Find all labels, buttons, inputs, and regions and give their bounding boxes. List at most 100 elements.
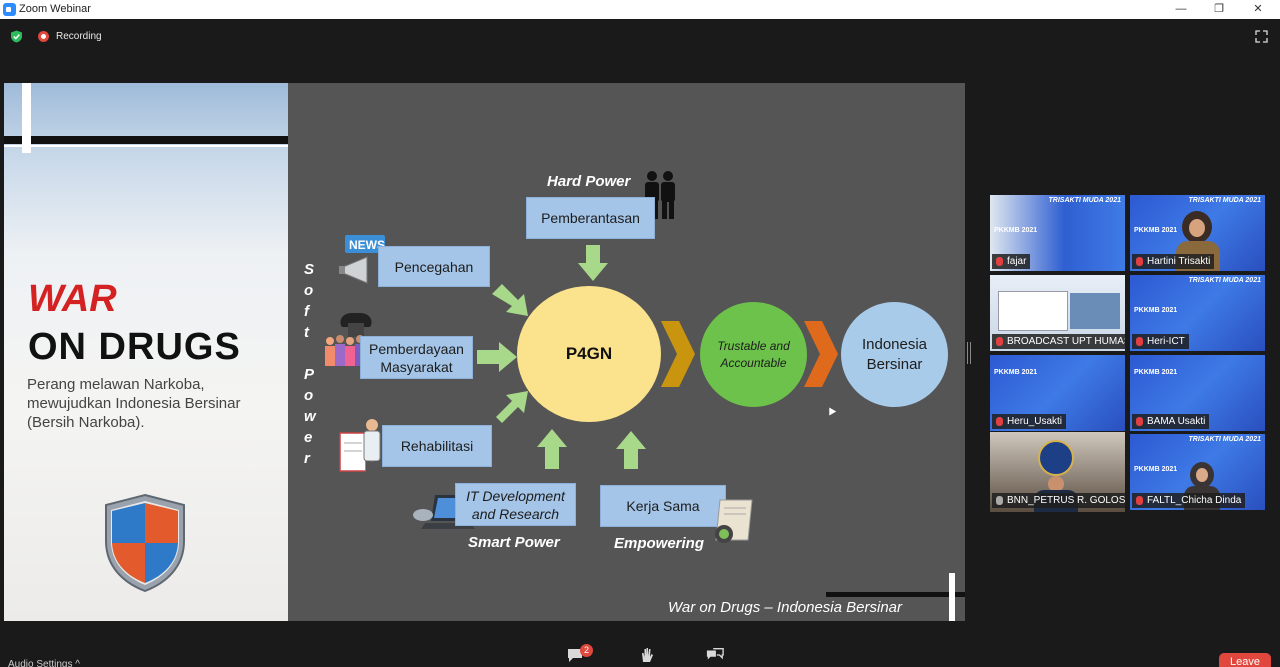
participant-name-text: fajar bbox=[1007, 256, 1027, 267]
participant-tile[interactable]: PKKMB 2021 Heru_Usakti bbox=[990, 355, 1125, 431]
soft-power-letter: w bbox=[304, 408, 316, 425]
slide-title-war: WAR bbox=[28, 278, 117, 320]
pencegahan-box: Pencegahan bbox=[378, 246, 490, 287]
participant-name-text: BROADCAST UPT HUMAS bbox=[1007, 336, 1125, 347]
chevron-right bbox=[661, 321, 695, 387]
rehabilitasi-box: Rehabilitasi bbox=[382, 425, 492, 467]
participant-name-text: BAMA Usakti bbox=[1147, 416, 1206, 427]
participant-name: BROADCAST UPT HUMAS bbox=[992, 334, 1125, 349]
decorative-bar bbox=[826, 592, 965, 597]
participant-tile[interactable]: PKKMB 2021 BAMA Usakti bbox=[1130, 355, 1265, 431]
recording-label: Recording bbox=[56, 31, 102, 42]
hard-power-label: Hard Power bbox=[547, 173, 631, 190]
chat-icon[interactable] bbox=[706, 647, 724, 663]
soft-power-letter: f bbox=[304, 303, 309, 320]
news-megaphone-icon: NEWS bbox=[339, 235, 385, 284]
soft-power-letter: S bbox=[304, 261, 315, 278]
maximize-button[interactable]: ❐ bbox=[1214, 3, 1224, 15]
audio-settings-button[interactable]: Audio Settings ^ bbox=[8, 659, 80, 667]
participant-tile[interactable]: TRISAKTI MUDA 2021 PKKMB 2021 Hartini Tr… bbox=[1130, 195, 1265, 271]
participant-tile[interactable]: TRISAKTI MUDA 2021 PKKMB 2021 Heri-ICT bbox=[1130, 275, 1265, 351]
participant-name-text: Heri-ICT bbox=[1147, 336, 1185, 347]
tile-banner-sub: PKKMB 2021 bbox=[994, 369, 1038, 376]
participant-tile[interactable]: BROADCAST UPT HUMAS bbox=[990, 275, 1125, 351]
agreement-document-icon bbox=[715, 499, 753, 543]
active-speaker-tile[interactable]: BNN_PETRUS R. GOLOSE bbox=[990, 432, 1125, 512]
person-face bbox=[1048, 476, 1064, 492]
audio-settings-label: Audio Settings bbox=[8, 659, 73, 667]
qa-chat-icon[interactable] bbox=[567, 647, 585, 663]
decorative-stripe bbox=[22, 83, 31, 153]
fullscreen-icon[interactable] bbox=[1255, 30, 1268, 43]
tile-banner: TRISAKTI MUDA 2021 bbox=[1188, 436, 1261, 443]
soft-power-letter: t bbox=[304, 324, 309, 341]
mic-muted-icon bbox=[996, 337, 1003, 346]
mic-muted-icon bbox=[996, 257, 1003, 266]
mic-icon bbox=[996, 496, 1003, 505]
tile-banner: TRISAKTI MUDA 2021 bbox=[1048, 197, 1121, 204]
person-face bbox=[1196, 468, 1208, 482]
bnn-emblem-icon bbox=[1038, 440, 1074, 476]
shield-icon bbox=[105, 493, 185, 593]
p4gn-circle: P4GN bbox=[517, 286, 661, 422]
participant-tile[interactable]: TRISAKTI MUDA 2021 PKKMB 2021 FALTL_Chic… bbox=[1130, 434, 1265, 510]
arrow-right bbox=[477, 342, 517, 372]
window-title: Zoom Webinar bbox=[19, 3, 91, 15]
indonesia-bersinar-circle: Indonesia Bersinar bbox=[841, 302, 948, 407]
arrow-down bbox=[578, 245, 608, 281]
participant-name: Hartini Trisakti bbox=[1132, 254, 1215, 269]
speaker-thumbnail bbox=[1070, 293, 1120, 329]
minimize-button[interactable]: — bbox=[1175, 3, 1187, 15]
tile-banner-sub: PKKMB 2021 bbox=[994, 227, 1038, 234]
tile-banner-sub: PKKMB 2021 bbox=[1134, 466, 1178, 473]
notification-badge: 2 bbox=[580, 644, 593, 657]
tile-banner-sub: PKKMB 2021 bbox=[1134, 227, 1178, 234]
participant-name: Heri-ICT bbox=[1132, 334, 1189, 349]
participant-name-text: BNN_PETRUS R. GOLOSE bbox=[1007, 495, 1125, 506]
arrow-diag-up bbox=[496, 391, 528, 423]
soft-power-label: S o f t P o w e r bbox=[304, 261, 316, 471]
participant-name: FALTL_Chicha Dinda bbox=[1132, 493, 1246, 508]
leave-button[interactable]: Leave bbox=[1219, 653, 1271, 667]
arrow-diag-down bbox=[492, 284, 528, 316]
tile-banner: TRISAKTI MUDA 2021 bbox=[1188, 197, 1261, 204]
mic-muted-icon bbox=[1136, 337, 1143, 346]
shared-screen-slide: WAR ON DRUGS Perang melawan Narkoba, mew… bbox=[4, 83, 965, 621]
tile-banner-sub: PKKMB 2021 bbox=[1134, 307, 1178, 314]
participant-name-text: Hartini Trisakti bbox=[1147, 256, 1211, 267]
soft-power-letter: o bbox=[304, 282, 314, 299]
participant-name: Heru_Usakti bbox=[992, 414, 1067, 429]
slide-footer: War on Drugs – Indonesia Bersinar bbox=[668, 599, 903, 616]
soft-power-letter: e bbox=[304, 429, 313, 446]
raise-hand-icon[interactable] bbox=[638, 647, 656, 663]
trustable-accountable-circle: Trustable and Accountable bbox=[700, 302, 807, 407]
participant-name: BAMA Usakti bbox=[1132, 414, 1210, 429]
decorative-line bbox=[4, 145, 288, 147]
mic-muted-icon bbox=[1136, 496, 1143, 505]
encryption-shield-icon[interactable] bbox=[10, 30, 23, 43]
panel-resize-handle[interactable] bbox=[967, 342, 971, 364]
flow-arrows bbox=[477, 245, 838, 469]
smart-power-label: Smart Power bbox=[468, 534, 560, 551]
soft-power-letter: r bbox=[304, 450, 310, 467]
participant-name-text: FALTL_Chicha Dinda bbox=[1147, 495, 1242, 506]
close-button[interactable]: ✕ bbox=[1253, 3, 1263, 15]
pemberdayaan-box: Pemberdayaan Masyarakat bbox=[360, 336, 473, 379]
chevron-right bbox=[804, 321, 838, 387]
soft-power-letter: o bbox=[304, 387, 314, 404]
arrow-up bbox=[616, 431, 646, 469]
slide-subtitle: Perang melawan Narkoba, mewujudkan Indon… bbox=[27, 376, 241, 431]
it-development-box: IT Development and Research bbox=[455, 483, 576, 526]
chevron-up-icon: ^ bbox=[75, 659, 80, 667]
participant-tile[interactable]: TRISAKTI MUDA 2021 PKKMB 2021 fajar bbox=[990, 195, 1125, 271]
mic-muted-icon bbox=[1136, 257, 1143, 266]
empowering-label: Empowering bbox=[614, 535, 705, 552]
mic-muted-icon bbox=[996, 417, 1003, 426]
news-icon-text: NEWS bbox=[349, 238, 385, 252]
arrow-up bbox=[537, 429, 567, 469]
doctor-icon bbox=[339, 404, 390, 477]
window-title-bar: Zoom Webinar — ❐ ✕ bbox=[0, 0, 1280, 19]
zoom-app-icon bbox=[3, 3, 16, 16]
participant-name-text: Heru_Usakti bbox=[1007, 416, 1063, 427]
soft-power-letter: P bbox=[304, 366, 315, 383]
